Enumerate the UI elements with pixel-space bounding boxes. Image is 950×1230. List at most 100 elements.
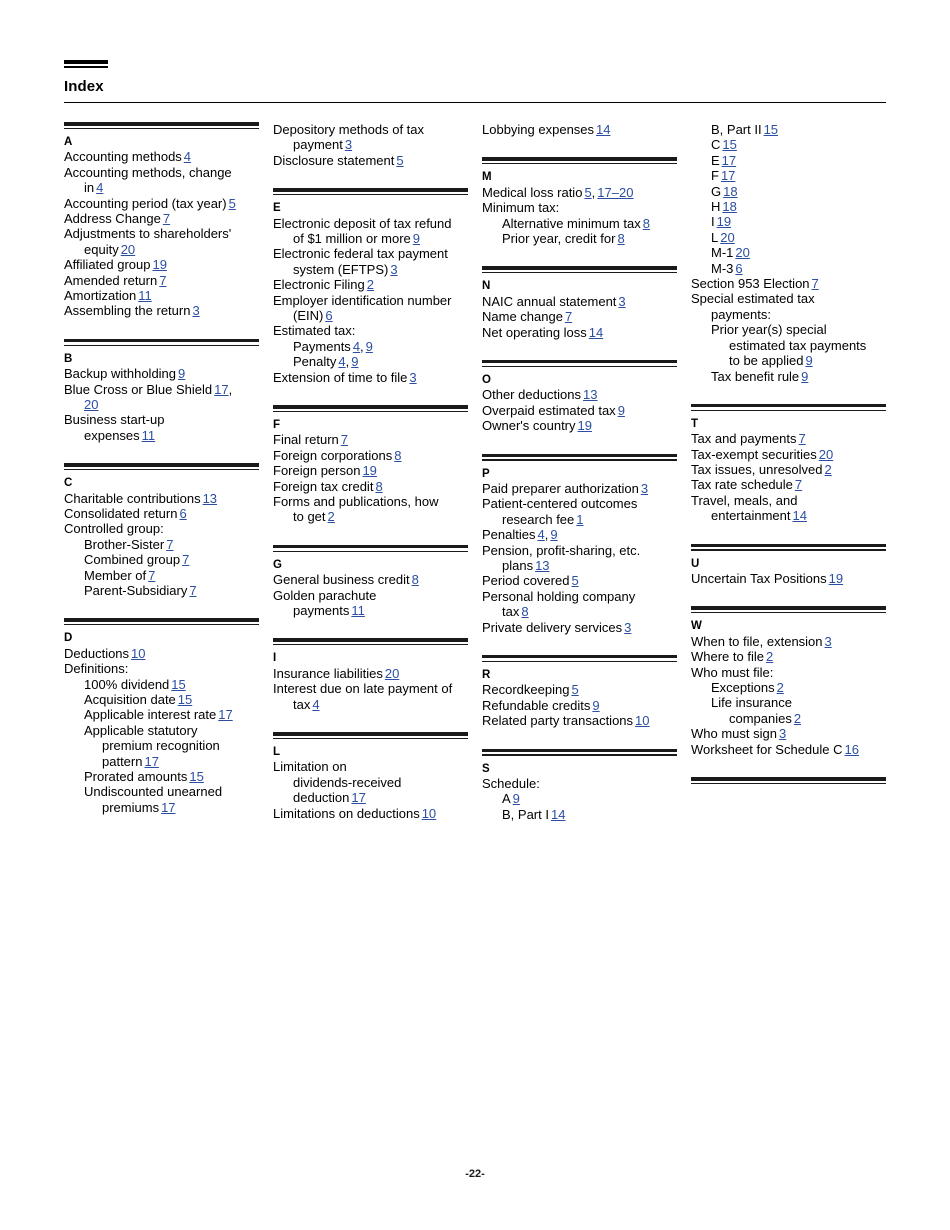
- page-number-link[interactable]: 20: [84, 397, 99, 412]
- page-number-link[interactable]: 14: [588, 324, 604, 340]
- page-number-link[interactable]: 19: [716, 214, 732, 230]
- page-number-link[interactable]: 18: [723, 183, 738, 199]
- page-number-link[interactable]: 19: [152, 257, 167, 273]
- page-number-link[interactable]: 13: [535, 557, 550, 573]
- page-number-link[interactable]: 9: [550, 527, 558, 543]
- page-number-link[interactable]: 14: [596, 122, 611, 137]
- page-number-link[interactable]: 5: [584, 184, 592, 200]
- page-number-link[interactable]: 5: [571, 682, 579, 698]
- page-number-link[interactable]: 19: [828, 571, 844, 587]
- page-number-link[interactable]: 14: [792, 508, 807, 524]
- page-number-link[interactable]: 7: [159, 272, 167, 288]
- page-number-link[interactable]: 4: [312, 696, 320, 712]
- page-number-link[interactable]: 9: [512, 791, 520, 807]
- page-number-link[interactable]: 7: [794, 477, 803, 493]
- page-number-link[interactable]: 7: [811, 276, 819, 292]
- page-number-link[interactable]: 8: [411, 572, 419, 588]
- page-number-link[interactable]: 17: [214, 381, 229, 397]
- page-number-link[interactable]: 8: [521, 604, 529, 620]
- page-number-link[interactable]: 20: [735, 245, 750, 261]
- page-number-link[interactable]: 7: [166, 536, 174, 552]
- page-number-link[interactable]: 7: [162, 210, 171, 226]
- page-number-link[interactable]: 17: [721, 152, 737, 168]
- page-number-link[interactable]: 5: [228, 195, 236, 211]
- page-number-link[interactable]: 2: [793, 710, 802, 726]
- page-number-link[interactable]: 6: [735, 260, 743, 276]
- page-number-link[interactable]: 19: [577, 418, 592, 434]
- page-number-link[interactable]: 10: [131, 645, 146, 661]
- page-number-link[interactable]: 19: [362, 463, 377, 479]
- page-number-link[interactable]: 4: [338, 354, 346, 370]
- page-number-link[interactable]: 11: [138, 288, 152, 304]
- page-number-link[interactable]: 9: [178, 366, 186, 382]
- page-number-link[interactable]: 20: [384, 665, 400, 681]
- page-number-link[interactable]: 7: [148, 567, 156, 583]
- page-number-link[interactable]: 17: [720, 168, 736, 184]
- page-number-link[interactable]: 13: [202, 490, 218, 506]
- page-number-link[interactable]: 4: [96, 180, 104, 196]
- page-number-link[interactable]: 15: [171, 676, 186, 692]
- page-number-link[interactable]: 2: [765, 649, 774, 665]
- page-number-link[interactable]: 17: [351, 790, 366, 806]
- page-number-link[interactable]: 3: [192, 303, 200, 319]
- page-number-link[interactable]: 9: [801, 368, 809, 384]
- page-number-link[interactable]: 6: [325, 308, 333, 324]
- page-number-link[interactable]: 5: [571, 573, 579, 589]
- page-number-link[interactable]: 2: [776, 680, 784, 696]
- page-number-link[interactable]: 7: [564, 309, 573, 325]
- page-number-link[interactable]: 3: [344, 137, 353, 153]
- page-number-link[interactable]: 3: [618, 293, 626, 309]
- page-number-link[interactable]: 4: [537, 527, 545, 543]
- page-number-link[interactable]: 7: [189, 583, 197, 599]
- page-number-link[interactable]: 20: [720, 229, 735, 245]
- page-number-link[interactable]: 13: [583, 387, 598, 403]
- page-number-link[interactable]: 3: [624, 619, 632, 635]
- page-number-link[interactable]: 1: [576, 511, 584, 527]
- page-number-link[interactable]: 4: [352, 338, 361, 354]
- page-number-link[interactable]: 9: [365, 338, 373, 354]
- page-number-link[interactable]: 2: [824, 462, 832, 478]
- page-number-link[interactable]: 20: [120, 241, 136, 257]
- page-number-link[interactable]: 15: [177, 692, 193, 707]
- page-number-link[interactable]: 9: [412, 230, 421, 246]
- page-number-link[interactable]: 10: [421, 805, 437, 821]
- page-number-link[interactable]: 9: [805, 353, 813, 369]
- page-number-link[interactable]: 8: [642, 215, 650, 231]
- page-number-link[interactable]: 7: [182, 552, 190, 568]
- page-number-link[interactable]: 15: [722, 137, 737, 153]
- page-number-link[interactable]: 3: [640, 480, 649, 496]
- page-number-link[interactable]: 8: [375, 478, 383, 494]
- page-number-link[interactable]: 3: [824, 633, 832, 649]
- page-number-link[interactable]: 15: [763, 122, 779, 137]
- page-number-link[interactable]: 7: [798, 431, 806, 447]
- page-number-link[interactable]: 11: [351, 603, 365, 619]
- page-number-link[interactable]: 20: [818, 446, 834, 462]
- page-number-link[interactable]: 2: [327, 509, 335, 525]
- page-number-link[interactable]: 17–20: [597, 184, 634, 200]
- page-number-link[interactable]: 16: [844, 741, 859, 757]
- page-number-link[interactable]: 4: [183, 149, 192, 165]
- page-number-link[interactable]: 7: [340, 432, 348, 448]
- page-number-link[interactable]: 18: [722, 199, 737, 215]
- page-number-link[interactable]: 3: [778, 726, 787, 742]
- page-number-link[interactable]: 9: [592, 697, 600, 713]
- page-number-link[interactable]: 9: [351, 354, 359, 370]
- page-number-link[interactable]: 11: [141, 427, 156, 443]
- page-number-link[interactable]: 17: [218, 707, 233, 723]
- page-number-link[interactable]: 8: [394, 447, 402, 463]
- page-number-link[interactable]: 3: [409, 369, 417, 385]
- page-number-link[interactable]: 15: [189, 769, 204, 785]
- page-number-link[interactable]: 8: [617, 230, 625, 246]
- page-number-link[interactable]: 14: [550, 806, 566, 822]
- page-number-link[interactable]: 2: [366, 277, 374, 293]
- page-number-link[interactable]: 17: [144, 753, 159, 769]
- page-number-link[interactable]: 3: [390, 261, 398, 277]
- page-number-link[interactable]: 10: [635, 713, 650, 729]
- page-number-link[interactable]: 17: [161, 799, 176, 815]
- page-number-link[interactable]: 5: [396, 152, 404, 168]
- page-number-link[interactable]: 9: [617, 402, 625, 418]
- page-number-link[interactable]: 6: [179, 505, 187, 521]
